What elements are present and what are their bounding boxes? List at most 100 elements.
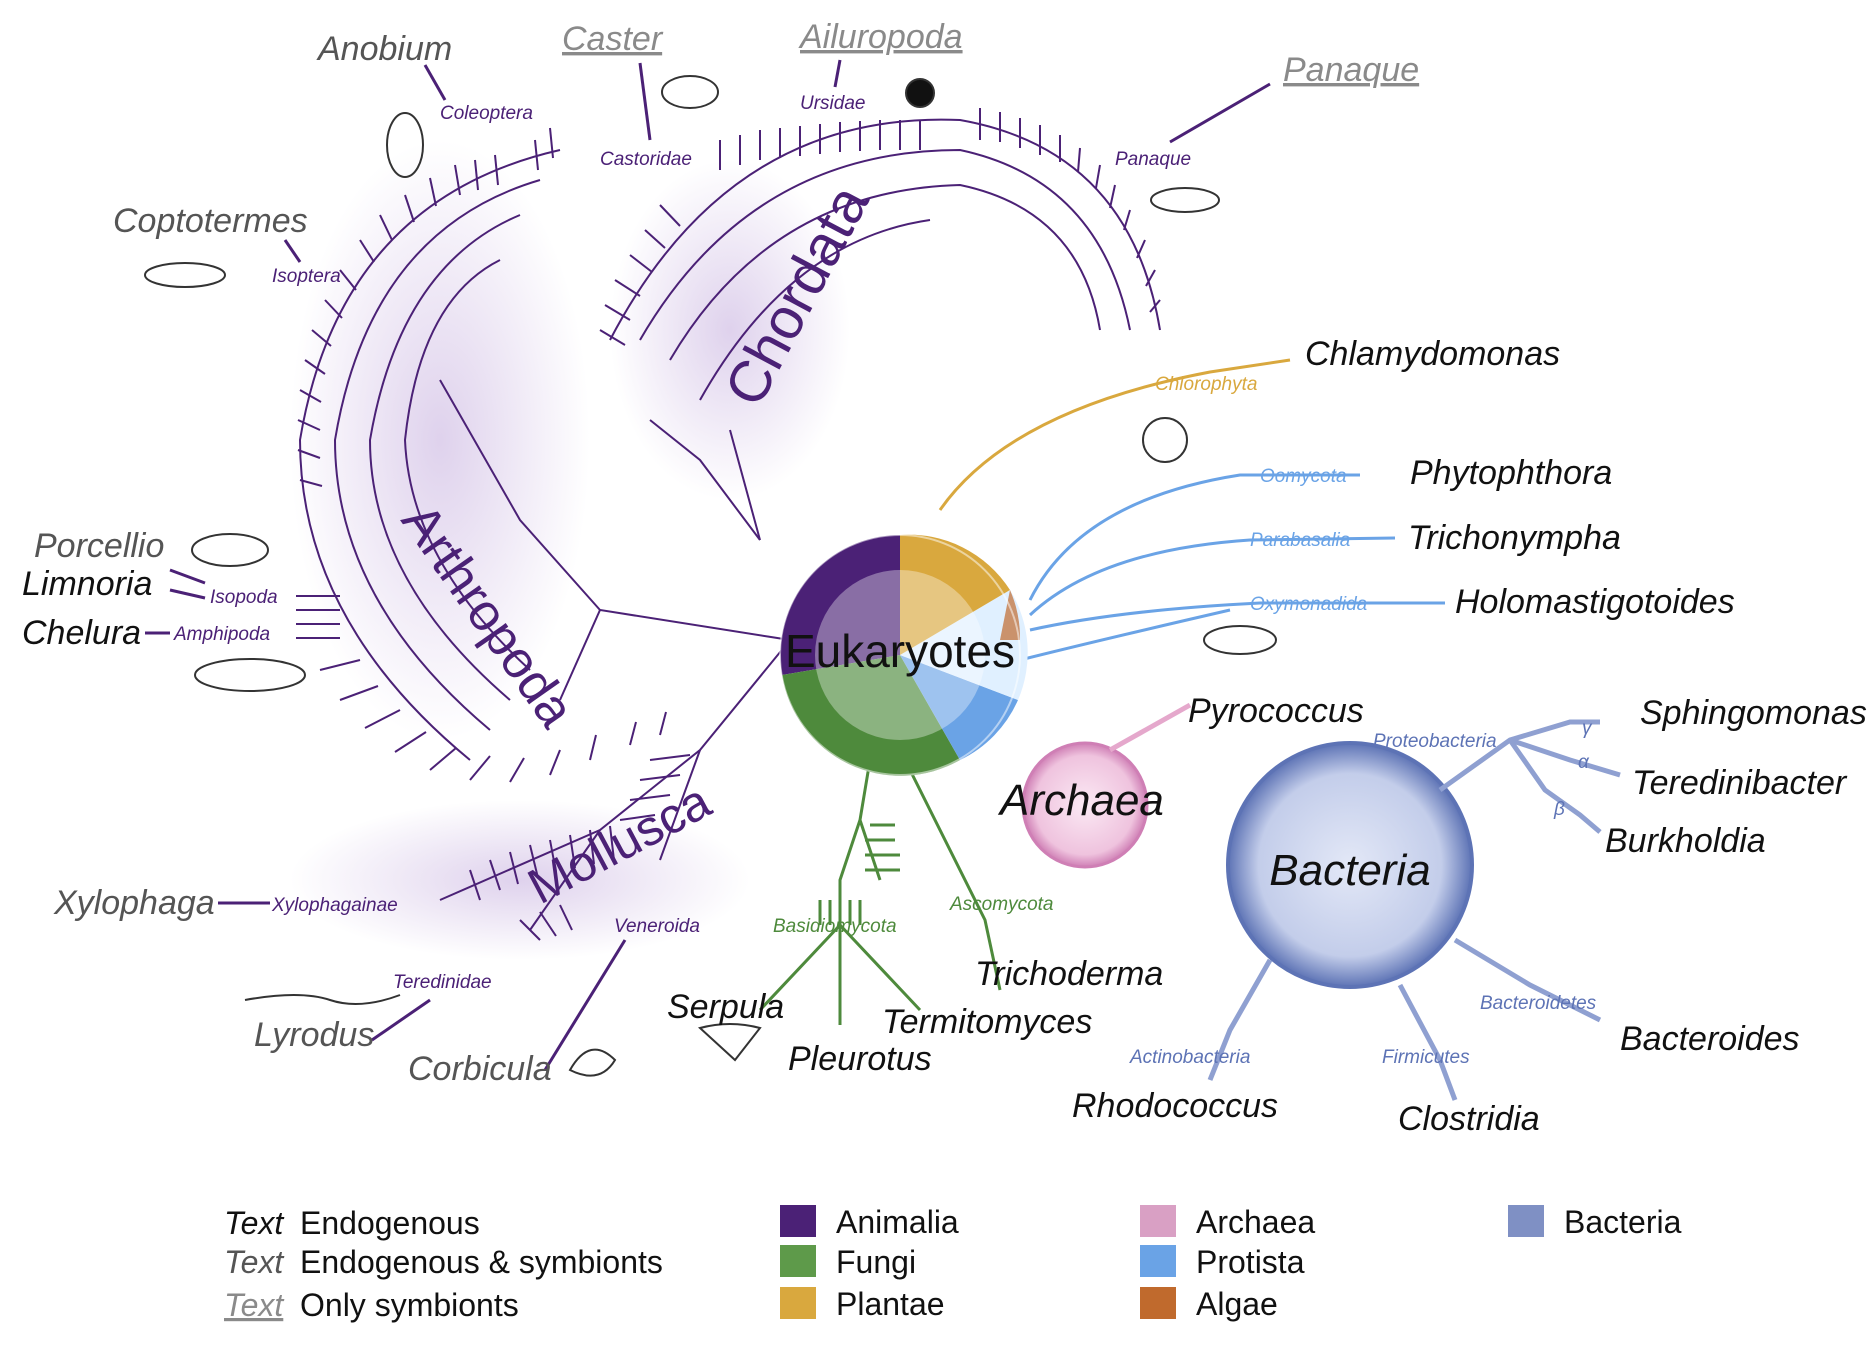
beetle-icon	[386, 112, 424, 178]
clade-oxymonadida: Oxymonadida	[1250, 594, 1367, 615]
clade-basidiomycota: Basidiomycota	[773, 916, 897, 937]
genus-trichoderma: Trichoderma	[975, 955, 1163, 993]
clade-bacteroidetes: Bacteroidetes	[1480, 993, 1597, 1014]
fungi-branches	[758, 749, 1002, 1025]
arthropoda-branches	[298, 149, 791, 761]
genus-coptotermes: Coptotermes	[113, 202, 308, 240]
legend-style-key-symbionts: Text	[224, 1244, 284, 1280]
beaver-icon	[661, 75, 719, 109]
clade-veneroida: Veneroida	[614, 916, 700, 937]
woodlouse-icon	[191, 533, 269, 567]
legend-swatch-algae	[1140, 1287, 1176, 1319]
clade-isoptera: Isoptera	[272, 266, 341, 287]
amphipod-icon	[194, 658, 306, 692]
clade-alpha: α	[1578, 752, 1590, 773]
panda-icon	[905, 78, 935, 108]
legend-label-plantae: Plantae	[836, 1286, 945, 1322]
clade-xylophagainae: Xylophagainae	[271, 895, 398, 916]
clade-coleoptera: Coleoptera	[440, 103, 533, 124]
genus-holomastigotoides: Holomastigotoides	[1455, 583, 1735, 621]
legend-style-key-only-symbionts: Text	[224, 1287, 284, 1323]
legend-styles: Text Endogenous Text Endogenous & symbio…	[224, 1205, 663, 1323]
algae-icon	[1142, 417, 1188, 463]
eukaryotes-tree	[779, 534, 1028, 776]
legend-style-label-only-symbionts: Only symbionts	[300, 1287, 519, 1323]
clade-amphipoda: Amphipoda	[173, 624, 270, 645]
genus-trichonympha: Trichonympha	[1408, 519, 1621, 557]
label-leaders	[145, 59, 1271, 1071]
clade-ascomycota: Ascomycota	[949, 894, 1053, 915]
clade-firmicutes: Firmicutes	[1382, 1047, 1470, 1068]
clade-proteobacteria: Proteobacteria	[1373, 731, 1497, 752]
legend-label-bacteria: Bacteria	[1564, 1204, 1682, 1240]
mushroom-icon	[697, 1023, 762, 1062]
mollusca-branches	[439, 639, 791, 941]
legend-label-archaea: Archaea	[1196, 1204, 1315, 1240]
genus-chelura: Chelura	[22, 614, 141, 652]
legend-style-label-symbionts: Endogenous & symbionts	[300, 1244, 663, 1280]
genus-sphingomonas: Sphingomonas	[1640, 694, 1867, 732]
clade-gamma: γ	[1582, 718, 1593, 739]
genus-phytophthora: Phytophthora	[1410, 454, 1612, 492]
clade-actinobacteria: Actinobacteria	[1129, 1047, 1250, 1068]
genus-teredinibacter: Teredinibacter	[1632, 764, 1848, 802]
clade-oomycota: Oomycota	[1260, 466, 1347, 487]
genus-ailuropoda: Ailuropoda	[798, 18, 963, 56]
legend-swatch-bacteria	[1508, 1205, 1544, 1237]
legend: Text Endogenous Text Endogenous & symbio…	[224, 1204, 1682, 1323]
clade-teredinidae: Teredinidae	[393, 972, 492, 993]
genus-caster: Caster	[562, 20, 664, 58]
legend-style-label-endogenous: Endogenous	[300, 1205, 480, 1241]
genus-serpula: Serpula	[667, 988, 784, 1026]
genus-pyrococcus: Pyrococcus	[1188, 692, 1364, 730]
clade-castoridae: Castoridae	[600, 149, 692, 170]
clade-beta: β	[1553, 799, 1565, 820]
archaea-tree	[1021, 702, 1192, 869]
genus-termitomyces: Termitomyces	[882, 1003, 1092, 1041]
legend-label-algae: Algae	[1196, 1286, 1278, 1322]
phylum-halos	[290, 140, 850, 960]
domain-label-bacteria: Bacteria	[1269, 846, 1430, 895]
genus-limnoria: Limnoria	[22, 565, 152, 603]
legend-swatch-animalia	[780, 1205, 816, 1237]
plantae-branch	[938, 358, 1291, 511]
chordata-branches	[609, 118, 1161, 541]
clade-ursidae: Ursidae	[800, 93, 865, 114]
legend-label-protista: Protista	[1196, 1244, 1305, 1280]
shipworm-icon	[244, 994, 401, 1005]
genus-bacteroides: Bacteroides	[1620, 1020, 1800, 1058]
clam-icon	[568, 1048, 617, 1077]
creature-illustrations	[144, 75, 1277, 1077]
arthropoda-tips	[296, 127, 667, 783]
fish-icon	[1150, 187, 1220, 213]
clade-panaque: Panaque	[1115, 149, 1191, 170]
genus-rhodococcus: Rhodococcus	[1072, 1087, 1278, 1125]
genus-porcellio: Porcellio	[34, 527, 164, 565]
domain-label-archaea: Archaea	[997, 776, 1164, 825]
genus-xylophaga: Xylophaga	[53, 884, 215, 922]
legend-swatch-fungi	[780, 1245, 816, 1277]
bacteria-tree	[1207, 719, 1621, 1101]
legend-style-key-endogenous: Text	[224, 1205, 284, 1241]
legend-label-fungi: Fungi	[836, 1244, 916, 1280]
clade-chlorophyta: Chlorophyta	[1155, 374, 1257, 395]
genus-panaque: Panaque	[1283, 51, 1419, 89]
protist-icon	[1203, 625, 1277, 655]
genus-corbicula: Corbicula	[408, 1050, 552, 1088]
genus-chlamydomonas: Chlamydomonas	[1305, 335, 1560, 373]
genus-pleurotus: Pleurotus	[788, 1040, 932, 1078]
clade-isopoda: Isopoda	[210, 587, 278, 608]
chordata-tips	[599, 108, 1161, 346]
legend-swatch-plantae	[780, 1287, 816, 1319]
legend-label-animalia: Animalia	[836, 1204, 959, 1240]
legend-swatch-archaea	[1140, 1205, 1176, 1237]
center-label: Eukaryotes	[785, 625, 1015, 677]
termite-icon	[144, 262, 226, 288]
genus-burkholdia: Burkholdia	[1605, 822, 1766, 860]
legend-swatch-protista	[1140, 1245, 1176, 1277]
genus-clostridia: Clostridia	[1398, 1100, 1540, 1138]
clade-parabasalia: Parabasalia	[1250, 530, 1350, 551]
